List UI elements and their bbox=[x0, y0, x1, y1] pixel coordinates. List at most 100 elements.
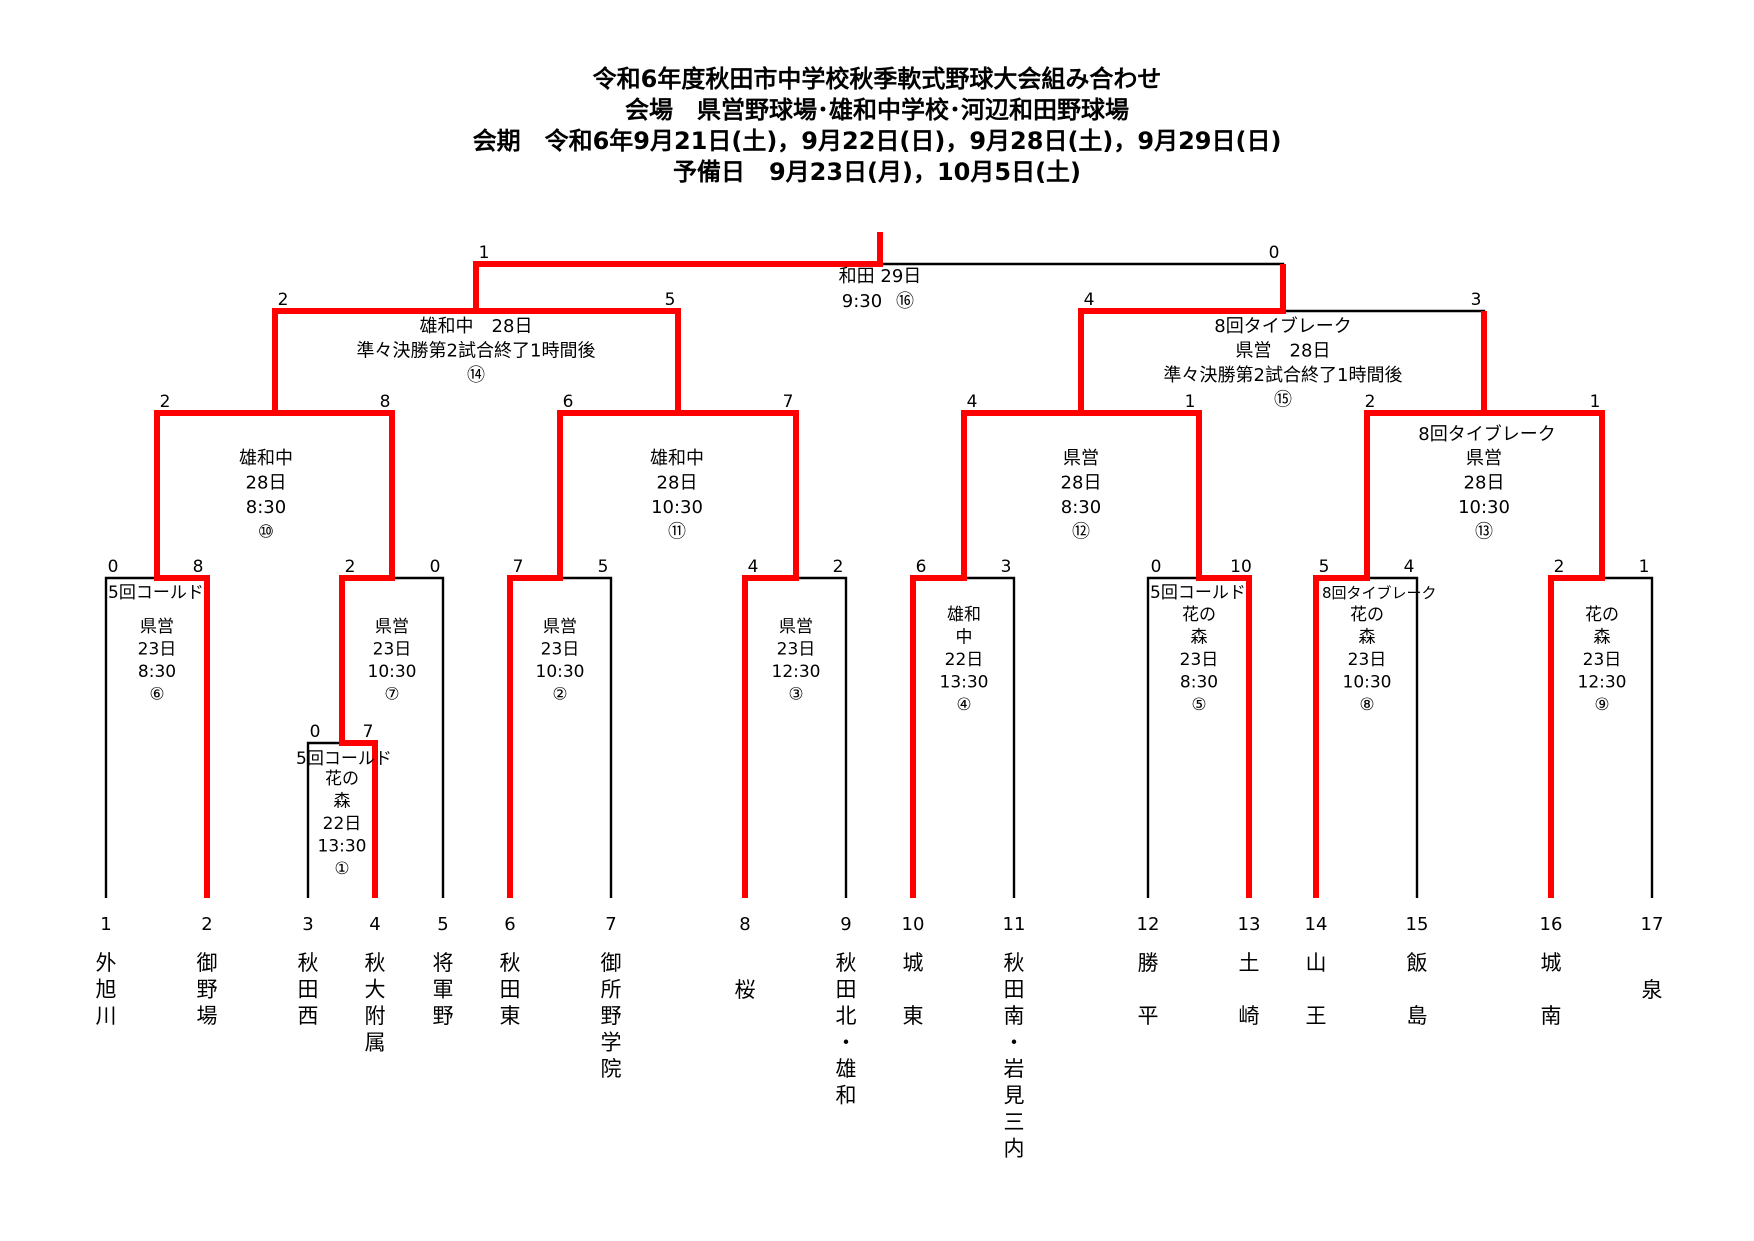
game-detail: 中 bbox=[956, 628, 973, 648]
game-detail: 9:30 bbox=[842, 291, 882, 312]
team-name: 泉 bbox=[1642, 978, 1663, 1002]
team-name-char: 桜 bbox=[735, 978, 756, 1002]
game-detail: 22日 bbox=[945, 650, 984, 670]
team-name-char: 旭 bbox=[96, 978, 117, 1002]
team-name-char: 土 bbox=[1239, 951, 1260, 975]
team-name-char: 院 bbox=[601, 1057, 622, 1081]
score-right: 1 bbox=[1639, 557, 1650, 577]
game-number: ④ bbox=[956, 695, 971, 715]
team-name: 勝平 bbox=[1138, 951, 1159, 1028]
team-name-char: 見 bbox=[1004, 1084, 1025, 1108]
bracket-line bbox=[962, 411, 1201, 578]
team-name-char: 島 bbox=[1407, 1004, 1428, 1028]
team-name-char: 外 bbox=[96, 951, 117, 975]
game-detail: 森 bbox=[1191, 628, 1208, 648]
team-name-char: 秋 bbox=[1004, 951, 1025, 975]
team-seed: 15 bbox=[1406, 914, 1429, 935]
team-name-char: 三 bbox=[1004, 1110, 1025, 1134]
game-detail: 県営 28日 bbox=[1236, 341, 1331, 362]
winner-path-line bbox=[1313, 311, 1487, 898]
score-right: 7 bbox=[363, 722, 374, 742]
winner-path-line bbox=[275, 410, 395, 898]
team-name: 外旭川 bbox=[96, 951, 117, 1028]
score-left: 4 bbox=[1084, 290, 1095, 310]
game-detail: 和田 29日 bbox=[839, 266, 922, 287]
game-detail: 23日 bbox=[777, 640, 816, 660]
team-name-char: 軍 bbox=[433, 978, 454, 1002]
game-detail: 森 bbox=[334, 792, 351, 812]
score-right: 8 bbox=[380, 392, 391, 412]
team-name-char: 田 bbox=[1004, 978, 1025, 1002]
team-name-char: ・ bbox=[1004, 1031, 1025, 1055]
game-detail: 雄和中 bbox=[650, 448, 704, 469]
team-name: 桜 bbox=[735, 978, 756, 1002]
team-seed: 1 bbox=[100, 914, 111, 935]
team-seed: 8 bbox=[739, 914, 750, 935]
game-detail: 23日 bbox=[138, 640, 177, 660]
winner-path-line bbox=[1081, 410, 1252, 898]
score-left: 2 bbox=[278, 290, 289, 310]
period-line: 会期 令和6年9月21日(土)，9月22日(日)，9月28日(土)，9月29日(… bbox=[472, 127, 1282, 155]
score-right: 2 bbox=[833, 557, 844, 577]
game-detail: 花の bbox=[325, 769, 359, 789]
score-left: 6 bbox=[916, 557, 927, 577]
team-seed: 13 bbox=[1238, 914, 1261, 935]
game-detail: 12:30 bbox=[1578, 673, 1627, 693]
game-detail: 県営 bbox=[779, 617, 813, 637]
team-name: 将軍野 bbox=[433, 951, 454, 1028]
game-detail: 28日 bbox=[246, 473, 287, 494]
game-detail: 雄和 bbox=[947, 605, 981, 625]
team-name: 秋田西 bbox=[298, 951, 319, 1028]
score-left: 4 bbox=[967, 392, 978, 412]
team-seed: 12 bbox=[1137, 914, 1160, 935]
game-detail: 10:30 bbox=[651, 497, 703, 518]
team-seed: 10 bbox=[902, 914, 925, 935]
team-name-char: 秋 bbox=[365, 951, 386, 975]
game-detail: 10:30 bbox=[1458, 497, 1510, 518]
team-seed: 17 bbox=[1641, 914, 1664, 935]
score-right: 3 bbox=[1001, 557, 1012, 577]
team-name-char: 野 bbox=[601, 1004, 622, 1028]
team-name-char: 和 bbox=[836, 1084, 857, 1108]
game-detail: 準々決勝第2試合終了1時間後 bbox=[357, 341, 596, 362]
score-left: 1 bbox=[479, 243, 490, 263]
game-detail: 28日 bbox=[657, 473, 698, 494]
game-detail: 県営 bbox=[375, 617, 409, 637]
team-name: 秋田北・雄和 bbox=[836, 951, 857, 1108]
team-name-char: 西 bbox=[298, 1004, 319, 1028]
bracket-line bbox=[155, 411, 394, 578]
team-name-char: 所 bbox=[601, 978, 622, 1002]
winner-path-line bbox=[1484, 410, 1605, 898]
score-right: 5 bbox=[598, 557, 609, 577]
winner-path bbox=[154, 232, 1605, 898]
score-left: 2 bbox=[160, 392, 171, 412]
team-name-char: 平 bbox=[1138, 1004, 1159, 1028]
team-name-char: 崎 bbox=[1239, 1004, 1260, 1028]
game-number: ⑯ bbox=[896, 291, 914, 312]
winner-path-line bbox=[154, 232, 883, 898]
team-name-char: 属 bbox=[365, 1031, 386, 1055]
game-detail: 雄和中 bbox=[239, 448, 293, 469]
score-right: 0 bbox=[430, 557, 441, 577]
team-name: 城南 bbox=[1541, 951, 1562, 1028]
team-name-char: 秋 bbox=[500, 951, 521, 975]
team-name-char: 将 bbox=[433, 951, 454, 975]
team-name: 土崎 bbox=[1239, 951, 1260, 1028]
game-note: 5回コールド bbox=[108, 583, 204, 603]
team-name-char: 城 bbox=[1541, 951, 1562, 975]
venue-line: 会場 県営野球場･雄和中学校･河辺和田野球場 bbox=[625, 96, 1129, 124]
score-left: 2 bbox=[1554, 557, 1565, 577]
game-detail: 8:30 bbox=[1180, 673, 1218, 693]
game-detail: 花の bbox=[1350, 605, 1384, 625]
bracket-line bbox=[1146, 576, 1251, 898]
team-name: 御野場 bbox=[197, 951, 218, 1028]
winner-path-line bbox=[476, 308, 681, 898]
